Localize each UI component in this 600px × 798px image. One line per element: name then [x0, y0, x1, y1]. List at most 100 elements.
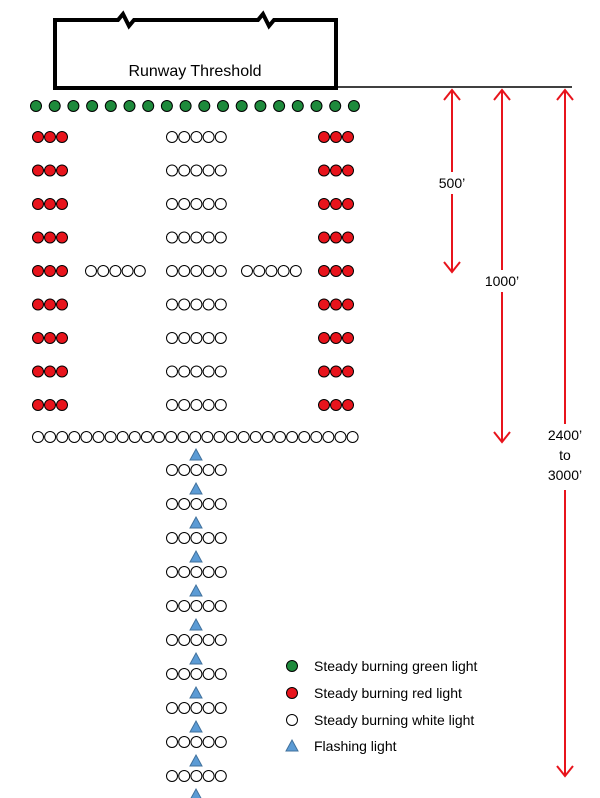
white-crossbar-1000-light — [249, 431, 262, 443]
red-side-light — [318, 198, 330, 210]
white-crossbar-1000-light — [140, 431, 153, 443]
red-side-light — [330, 332, 342, 344]
red-side-light — [32, 298, 44, 311]
white-centerline-light — [214, 164, 227, 177]
arrow-2400-3000: 2400’ to 3000’ — [540, 88, 590, 778]
red-side-light — [330, 265, 342, 277]
white-centerline-light — [178, 332, 191, 344]
flashing-light — [189, 685, 203, 699]
white-centerline-light — [166, 365, 178, 378]
red-side-light — [318, 131, 330, 143]
legend-label-green: Steady burning green light — [314, 658, 478, 674]
flashing-light — [190, 787, 202, 798]
flashing-light — [189, 719, 203, 733]
white-centerline-light — [178, 298, 191, 311]
white-approach-light — [166, 600, 178, 612]
red-side-light — [56, 164, 68, 177]
white-crossbar-1000-light — [213, 431, 226, 443]
white-approach-light — [166, 702, 178, 714]
red-side-light — [342, 231, 354, 244]
distance-label-3000: 3000’ — [548, 467, 582, 483]
white-approach-light — [214, 668, 227, 680]
white-crossbar-1000-light — [80, 431, 93, 443]
distance-arrows: 500’ 1000’ 2400’ to 3000’ — [430, 88, 590, 778]
legend: Steady burning green light Steady burnin… — [285, 658, 478, 754]
legend-label-white: Steady burning white light — [314, 712, 474, 728]
white-crossbar-1000-light — [56, 431, 69, 443]
white-approach-light — [166, 464, 178, 476]
white-centerline-light — [178, 164, 191, 177]
white-centerline-light — [214, 365, 227, 378]
white-crossbar-1000-light — [237, 431, 250, 443]
red-side-light — [56, 231, 68, 244]
red-side-light — [56, 298, 68, 311]
white-centerline-light — [214, 399, 227, 411]
white-centerline-light — [166, 164, 178, 177]
red-side-light — [32, 131, 44, 143]
green-threshold-light — [142, 100, 155, 112]
red-side-light — [318, 298, 330, 311]
white-crossbar-1000-light — [261, 431, 274, 443]
white-approach-light — [166, 566, 178, 578]
green-threshold-light — [123, 100, 136, 112]
white-centerline-light — [202, 231, 215, 244]
white-approach-light — [190, 464, 203, 476]
red-side-light — [330, 298, 342, 311]
white-crossbar-1000-light — [189, 431, 202, 443]
white-centerline-light — [166, 265, 178, 277]
green-threshold-light — [329, 100, 342, 112]
white-approach-light — [214, 736, 227, 748]
white-centerline-light — [178, 365, 191, 378]
red-side-light — [330, 131, 342, 143]
green-threshold-light — [310, 100, 323, 112]
red-side-light — [56, 365, 68, 378]
white-crossbar-1000-light — [286, 431, 299, 443]
white-crossbar-light — [277, 265, 290, 277]
red-side-light — [32, 198, 44, 210]
red-side-light — [318, 231, 330, 244]
flashing-light — [189, 651, 203, 665]
white-centerline-light — [214, 231, 227, 244]
red-side-light — [318, 399, 330, 411]
red-side-light — [318, 164, 330, 177]
flashing-light — [189, 583, 203, 597]
red-side-light — [32, 399, 44, 411]
red-side-light — [56, 265, 68, 277]
white-approach-light — [178, 566, 191, 578]
flashing-light — [189, 515, 203, 529]
white-crossbar-1000-light — [32, 431, 44, 443]
white-approach-light — [166, 532, 178, 544]
white-crossbar-light — [289, 265, 302, 277]
white-approach-light — [178, 702, 191, 714]
green-threshold-light — [48, 100, 61, 112]
white-centerline-light — [190, 231, 203, 244]
white-approach-light — [166, 498, 178, 510]
red-side-light — [342, 164, 354, 177]
runway-threshold: Runway Threshold — [53, 10, 338, 90]
white-centerline-light — [190, 399, 203, 411]
white-centerline-light — [202, 198, 215, 210]
white-approach-light — [202, 770, 215, 782]
arrow-1000: 1000’ — [478, 88, 526, 444]
red-side-light — [330, 164, 342, 177]
white-approach-light — [214, 464, 227, 476]
white-crossbar-1000-light — [153, 431, 165, 443]
green-threshold-light — [104, 100, 117, 112]
red-side-light — [318, 332, 330, 344]
red-side-light — [342, 265, 354, 277]
white-approach-light — [214, 532, 227, 544]
red-side-light — [342, 332, 354, 344]
red-side-light — [318, 265, 330, 277]
red-side-light — [330, 399, 342, 411]
red-side-light — [44, 198, 56, 210]
white-approach-light — [178, 668, 191, 680]
white-centerline-light — [178, 131, 191, 143]
white-crossbar-1000-light — [116, 431, 129, 443]
white-approach-light — [214, 566, 227, 578]
white-crossbar-1000-light — [201, 431, 214, 443]
white-approach-light — [214, 498, 227, 510]
green-threshold-light — [86, 100, 99, 112]
red-side-light — [342, 298, 354, 311]
white-approach-light — [178, 600, 191, 612]
